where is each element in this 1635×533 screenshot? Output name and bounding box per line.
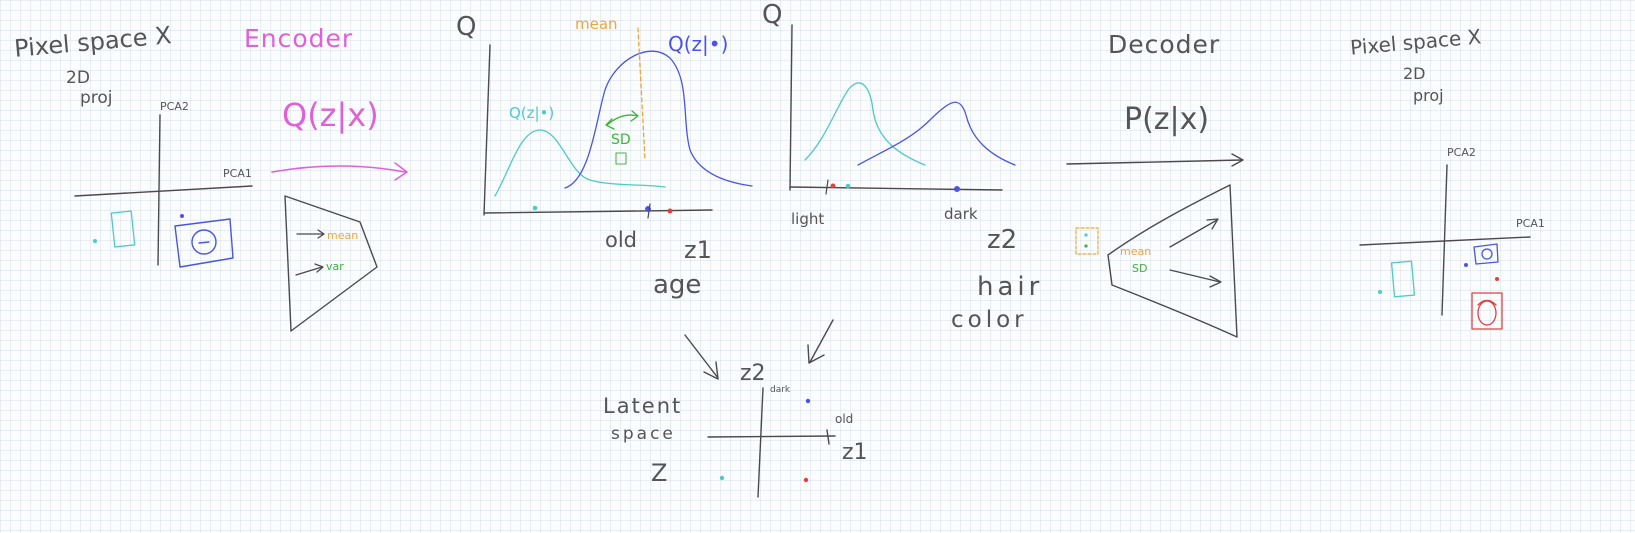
hair-axis-name-line1: hair (977, 272, 1044, 302)
age-blue-curve-label: Q(z|•) (668, 32, 729, 56)
left-cyan-point (93, 239, 97, 243)
hair-axis-name-line2: color (951, 307, 1028, 333)
decoder-trapezoid (1107, 184, 1238, 338)
right-red-face-box (1471, 292, 1503, 330)
age-sd-arrow (605, 110, 639, 130)
hair-blue-point (954, 186, 960, 192)
encoder-mean-label: mean (327, 229, 359, 242)
latent-title-line1: Latent (603, 394, 683, 418)
latent-blue-point (805, 398, 811, 404)
left-face-box (174, 218, 234, 268)
latent-right-down-arrow (807, 319, 834, 364)
decoder-arrow (1066, 153, 1244, 167)
encoder-mean-arrow (296, 229, 325, 239)
encoder-arrow (271, 162, 408, 181)
right-blue-face-box (1473, 243, 1499, 265)
left-axis-pca1: PCA1 (223, 167, 252, 180)
latent-title-line3: Z (651, 459, 668, 487)
decoder-formula: P(z|x) (1124, 102, 1210, 137)
latent-axes (707, 387, 836, 498)
hair-dark-label: dark (944, 205, 978, 223)
hair-red-point (830, 183, 836, 189)
latent-dark-label: dark (770, 385, 791, 395)
age-q-label: Q (456, 12, 477, 42)
right-pca-axes (1359, 164, 1531, 316)
right-cyan-image-box (1390, 260, 1416, 298)
right-red-point (1495, 277, 1499, 281)
decoder-input-bracket (1075, 227, 1099, 255)
age-cyan-point (532, 205, 538, 211)
hair-q-label: Q (762, 0, 783, 30)
encoder-var-arrow (295, 263, 324, 276)
decoder-input-dot-bottom (1084, 244, 1088, 248)
right-axis-pca2: PCA2 (1447, 146, 1476, 159)
age-mean-dashline (637, 27, 646, 161)
age-mean-label: mean (575, 15, 618, 33)
right-blue-point (1464, 263, 1468, 267)
left-proj-label: proj (80, 88, 113, 108)
right-axis-pca1: PCA1 (1516, 217, 1545, 230)
decoder-mean-label: mean (1120, 245, 1152, 258)
decoder-input-dot-top (1084, 233, 1088, 237)
right-2d-label: 2D (1403, 64, 1426, 83)
age-plot-axes (483, 44, 713, 216)
age-old-label: old (605, 228, 638, 252)
left-axis-pca2: PCA2 (160, 100, 189, 113)
decoder-sd-arrow (1169, 269, 1222, 288)
encoder-formula: Q(z|x) (282, 96, 379, 134)
decoder-mean-arrow (1169, 218, 1219, 248)
age-red-point (667, 208, 673, 214)
age-z1-label: z1 (684, 236, 712, 264)
age-sd-face-icon (615, 152, 627, 165)
left-pca-axes (74, 114, 253, 266)
latent-z1-label: z1 (842, 440, 868, 465)
hair-cyan-point (845, 183, 851, 189)
left-blue-point (180, 214, 184, 218)
age-old-tick (647, 203, 651, 219)
age-sd-label: SD (611, 132, 631, 148)
hair-z2-label: z2 (987, 225, 1018, 255)
latent-left-down-arrow (684, 334, 719, 380)
decoder-sd-label: SD (1132, 262, 1148, 275)
left-2d-label: 2D (66, 68, 90, 88)
hair-light-tick (825, 179, 829, 195)
latent-z2-label: z2 (740, 361, 766, 386)
age-blue-curve (564, 50, 753, 189)
right-cyan-point (1378, 290, 1382, 294)
latent-cyan-point (719, 475, 725, 481)
age-axis-name: age (653, 270, 702, 300)
left-cyan-image-box (110, 210, 136, 248)
encoder-title: Encoder (244, 24, 354, 53)
hair-light-label: light (791, 210, 825, 228)
age-cyan-curve (494, 129, 666, 197)
decoder-title: Decoder (1108, 30, 1221, 59)
hair-cyan-curve (804, 82, 926, 166)
hair-plot-axes (789, 24, 1003, 191)
latent-old-label: old (835, 412, 854, 426)
hair-blue-curve (857, 101, 1016, 166)
latent-title-line2: space (611, 424, 676, 444)
encoder-trapezoid (284, 195, 378, 332)
encoder-var-label: var (326, 260, 344, 273)
age-cyan-curve-label: Q(z|•) (509, 104, 555, 122)
right-proj-label: proj (1413, 86, 1444, 105)
latent-red-point (803, 477, 809, 483)
